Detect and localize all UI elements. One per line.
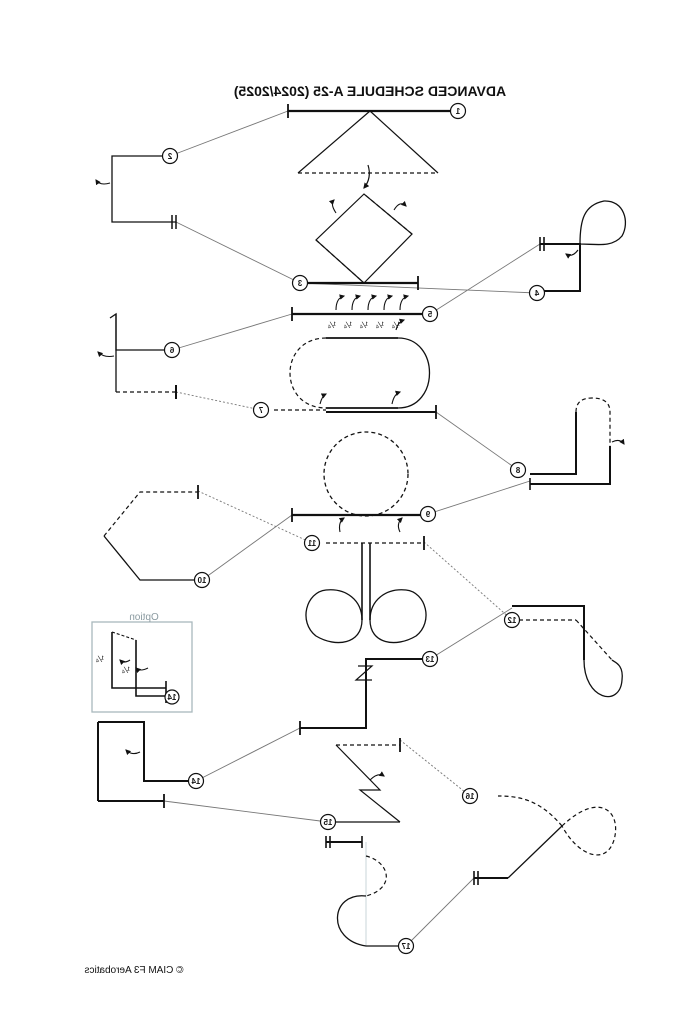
figure-5-rolls xyxy=(291,294,430,321)
figure-2 xyxy=(95,155,177,229)
connector-lines xyxy=(163,110,541,947)
figure-number-label: 4 xyxy=(534,289,539,298)
figure-7-racetrack xyxy=(274,337,437,419)
figure-14 xyxy=(97,721,196,808)
figure-5-roll-labels: ¼ ¼ ¼ ¼ ¼ xyxy=(328,320,400,330)
roll-fraction-label: ¼ xyxy=(360,320,368,330)
figure-number-label: 3 xyxy=(297,279,302,288)
figure-number-4: 4 xyxy=(528,284,546,302)
figure-4-loop xyxy=(537,200,627,292)
figure-number-5: 5 xyxy=(421,305,439,323)
roll-fraction-label: ¼ xyxy=(376,320,384,330)
option-figure-number-label: 14 xyxy=(167,693,176,702)
figure-number-7: 7 xyxy=(252,401,270,419)
figure-number-9: 9 xyxy=(419,505,437,523)
figure-number-label: 13 xyxy=(425,655,434,664)
figure-number-label: 6 xyxy=(169,346,174,355)
figure-number-14: 14 xyxy=(187,772,205,790)
figure-3-diamond xyxy=(300,193,419,290)
figure-number-13: 13 xyxy=(421,650,439,668)
figure-number-label: 11 xyxy=(307,539,316,548)
figure-number-16: 16 xyxy=(461,787,479,805)
schedule-title: ADVANCED SCHEDULE A-25 (2024/2025) xyxy=(234,83,506,99)
figure-number-label: 10 xyxy=(197,576,206,585)
figure-11 xyxy=(305,536,427,644)
roll-fraction-label: ¼ xyxy=(344,320,352,330)
figure-16-figure-eight xyxy=(473,795,617,885)
figure-number-17: 17 xyxy=(397,937,415,955)
figure-number-label: 12 xyxy=(507,616,516,625)
figure-number-label: 9 xyxy=(425,510,430,519)
figure-6 xyxy=(97,312,177,399)
figure-number-1: 1 xyxy=(449,102,467,120)
figure-15 xyxy=(328,738,401,823)
figure-1-triangle xyxy=(287,104,458,189)
figure-number-11: 11 xyxy=(303,534,321,552)
figure-number-15: 15 xyxy=(319,813,337,831)
figure-number-label: 8 xyxy=(515,466,520,475)
figure-9-loop xyxy=(291,431,428,533)
figure-number-label: 17 xyxy=(401,942,410,951)
figure-number-3: 3 xyxy=(291,274,309,292)
figure-number-label: 16 xyxy=(465,792,474,801)
figure-number-8: 8 xyxy=(509,461,527,479)
figure-number-label: 2 xyxy=(167,152,172,161)
figure-number-label: 1 xyxy=(455,107,460,116)
roll-fraction-label: ¼ xyxy=(96,654,104,664)
figure-number-label: 5 xyxy=(427,310,432,319)
figure-17 xyxy=(325,836,406,947)
figure-number-6: 6 xyxy=(163,341,181,359)
figure-number-12: 12 xyxy=(503,611,521,629)
figure-number-10: 10 xyxy=(193,571,211,589)
roll-fraction-label: ¼ xyxy=(122,665,130,675)
footer-copyright: © CIAM F3 Aerobatics xyxy=(84,965,183,976)
figure-8 xyxy=(529,397,625,490)
figure-13 xyxy=(299,658,430,735)
figure-12 xyxy=(512,605,623,698)
option-box xyxy=(91,621,193,713)
figure-10-hexagon xyxy=(103,485,202,581)
option-box-frame xyxy=(91,621,193,713)
figure-5-roll-arrow xyxy=(395,318,406,331)
roll-fraction-label: ¼ xyxy=(392,320,400,330)
figure-number-label: 14 xyxy=(191,777,200,786)
figure-number-label: 7 xyxy=(258,406,263,415)
figure-number-2: 2 xyxy=(161,147,179,165)
figure-number-label: 15 xyxy=(323,818,332,827)
option-label: Option xyxy=(129,612,158,623)
roll-fraction-label: ¼ xyxy=(328,320,336,330)
option-figure-number: 14 xyxy=(164,689,180,705)
